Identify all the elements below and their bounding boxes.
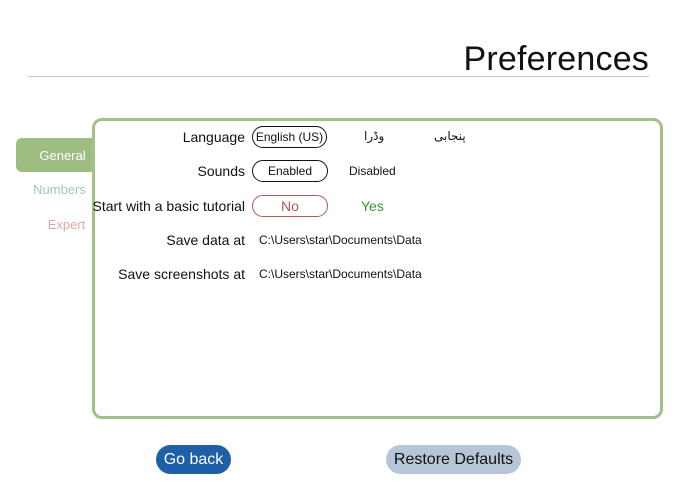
tab-general[interactable]: General — [16, 138, 93, 172]
page-title: Preferences — [463, 40, 649, 78]
title-divider — [28, 76, 649, 77]
tab-general-label: General — [39, 147, 86, 163]
save-screenshots-path-field[interactable]: C:\Users\star\Documents\Data — [259, 267, 422, 281]
tab-numbers-label: Numbers — [33, 181, 86, 197]
sounds-label: Sounds — [197, 163, 245, 179]
save-screenshots-label: Save screenshots at — [118, 266, 245, 282]
tutorial-option-no-label: No — [281, 198, 299, 214]
language-option-english[interactable]: English (US) — [252, 126, 327, 148]
go-back-button[interactable]: Go back — [156, 445, 231, 474]
tab-expert[interactable]: Expert — [16, 207, 93, 241]
save-data-label: Save data at — [166, 232, 245, 248]
tutorial-option-no[interactable]: No — [252, 195, 328, 217]
settings-panel — [92, 118, 663, 419]
tutorial-label: Start with a basic tutorial — [92, 198, 245, 214]
restore-defaults-button-label: Restore Defaults — [393, 450, 514, 468]
language-option-punjabi[interactable]: پنجابی — [434, 129, 466, 143]
sounds-option-enabled-label: Enabled — [267, 164, 313, 178]
language-label: Language — [182, 129, 245, 145]
save-data-path-field[interactable]: C:\Users\star\Documents\Data — [259, 233, 422, 247]
sounds-option-disabled[interactable]: Disabled — [349, 164, 396, 178]
go-back-button-label: Go back — [163, 450, 224, 468]
sounds-option-enabled[interactable]: Enabled — [252, 160, 328, 182]
language-option-urdu[interactable]: وڈرا — [364, 129, 385, 143]
tutorial-option-yes[interactable]: Yes — [361, 198, 384, 214]
restore-defaults-button[interactable]: Restore Defaults — [386, 445, 521, 474]
tab-numbers[interactable]: Numbers — [16, 172, 93, 206]
tab-expert-label: Expert — [47, 216, 86, 232]
language-option-english-label: English (US) — [255, 130, 324, 144]
